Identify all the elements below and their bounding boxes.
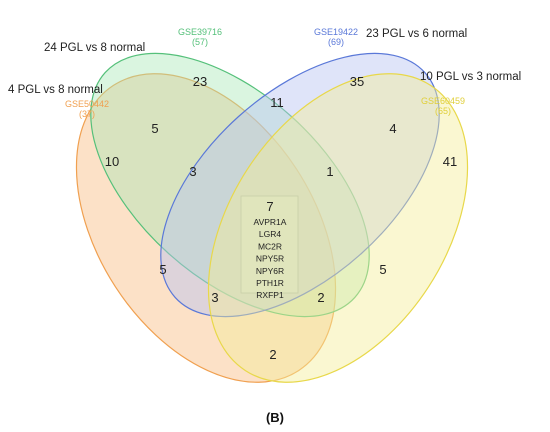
- core-gene-npy6r: NPY6R: [256, 266, 284, 276]
- core-gene-lgr4: LGR4: [259, 229, 281, 239]
- desc-gse60459: 10 PGL vs 3 normal: [420, 71, 521, 83]
- region-gse50442-gse19422: 5: [159, 262, 166, 277]
- desc-gse19422: 23 PGL vs 6 normal: [366, 28, 467, 40]
- region-all-four: 7: [266, 199, 273, 214]
- core-gene-rxfp1: RXFP1: [256, 290, 284, 300]
- core-gene-avpr1a: AVPR1A: [254, 217, 287, 227]
- gse-label-gse60459: GSE60459: [421, 96, 465, 106]
- gse-label-gse19422: GSE19422: [314, 27, 358, 37]
- gse-label-gse50442: GSE50442: [65, 99, 109, 109]
- set-ellipse-gse50442: [75, 73, 337, 383]
- desc-gse50442: 4 PGL vs 8 normal: [8, 84, 103, 96]
- region-gse50442-gse60459: 2: [269, 347, 276, 362]
- region-only-gse50442: 10: [105, 154, 119, 169]
- region-gse50442-gse39716-gse60459: 2: [317, 290, 324, 305]
- core-gene-pth1r: PTH1R: [256, 278, 284, 288]
- core-gene-mc2r: MC2R: [258, 241, 282, 251]
- region-only-gse19422: 35: [350, 74, 364, 89]
- region-only-gse39716: 23: [193, 74, 207, 89]
- core-genes-box: [240, 195, 299, 294]
- region-only-gse60459: 41: [443, 154, 457, 169]
- region-gse50442-gse39716-gse19422: 3: [189, 164, 196, 179]
- region-gse39716-gse19422: 11: [270, 95, 284, 110]
- figure-caption: (B): [266, 410, 284, 425]
- gse-label-gse39716: GSE39716: [178, 27, 222, 37]
- region-gse19422-gse60459: 4: [389, 121, 396, 136]
- gse-count-gse19422: (69): [328, 37, 344, 47]
- set-ellipse-gse60459: [207, 73, 469, 383]
- gse-count-gse39716: (57): [192, 37, 208, 47]
- region-gse39716-gse19422-gse60459: 1: [326, 164, 333, 179]
- region-gse50442-gse19422-gse60459: 3: [211, 290, 218, 305]
- gse-count-gse50442: (37): [79, 109, 95, 119]
- region-gse39716-gse60459: 5: [379, 262, 386, 277]
- region-gse50442-gse39716: 5: [151, 121, 158, 136]
- desc-gse39716: 24 PGL vs 8 normal: [44, 42, 145, 54]
- core-gene-npy5r: NPY5R: [256, 254, 284, 264]
- set-ellipse-gse19422: [160, 52, 440, 318]
- gse-count-gse60459: (65): [435, 106, 451, 116]
- set-ellipse-gse39716: [90, 52, 370, 318]
